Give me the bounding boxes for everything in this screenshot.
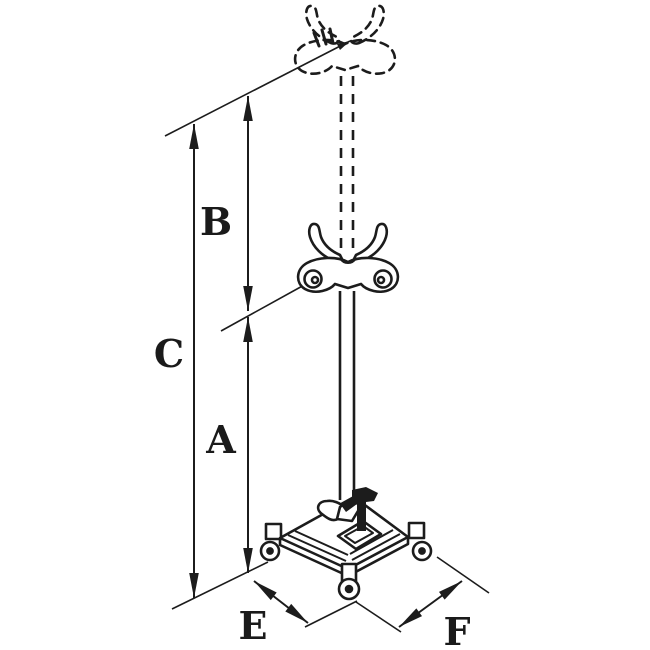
base-left-beam-lines — [287, 530, 349, 562]
hatch-mark — [328, 27, 335, 45]
saddle-left-scroll-curl — [310, 275, 320, 285]
saddle — [296, 222, 400, 293]
dimension-lines — [189, 96, 463, 628]
dimension-label-f: F — [443, 609, 471, 650]
extended-post-dashed-lines — [339, 76, 355, 250]
extension-line-f-right — [436, 556, 490, 594]
saddle-right-horn — [352, 222, 389, 263]
extension-lines — [164, 40, 490, 633]
release-lever-arrow — [341, 487, 378, 531]
raised-saddle-dashed — [293, 4, 397, 75]
front-caster-hub — [344, 584, 354, 594]
raised-saddle-body — [293, 38, 397, 75]
saddle-right-scroll-curl — [376, 275, 386, 285]
hatch-mark — [312, 31, 321, 48]
raised-saddle-hatch — [312, 27, 335, 48]
right-caster-hub — [418, 547, 426, 555]
left-corner-block — [264, 522, 283, 541]
saddle-center-notch — [339, 258, 357, 265]
pedal-plate — [336, 519, 383, 551]
extension-line-top — [164, 40, 351, 137]
right-corner-block — [407, 521, 426, 540]
dimension-label-b: B — [199, 199, 233, 244]
dimension-line-f — [398, 580, 463, 628]
left-caster-hub — [266, 547, 274, 555]
extension-line-ground — [171, 561, 269, 610]
saddle-body — [296, 256, 400, 293]
dimension-label-c: C — [153, 331, 185, 376]
extension-line-e — [304, 600, 358, 628]
saddle-left-horn — [307, 222, 344, 263]
post-face — [340, 291, 354, 500]
support-post — [338, 291, 356, 500]
raised-saddle-right-horn — [349, 4, 386, 45]
extension-line-f-left — [355, 601, 402, 633]
dimension-label-a: A — [206, 417, 236, 462]
raised-saddle-left-horn — [304, 4, 341, 45]
hatch-mark — [320, 28, 328, 46]
base-right-beam-lines — [349, 529, 401, 561]
wheeled-base — [259, 487, 433, 601]
dimension-line-e — [253, 580, 309, 624]
extension-line-saddle — [220, 283, 307, 332]
dimension-label-e: E — [238, 603, 268, 648]
